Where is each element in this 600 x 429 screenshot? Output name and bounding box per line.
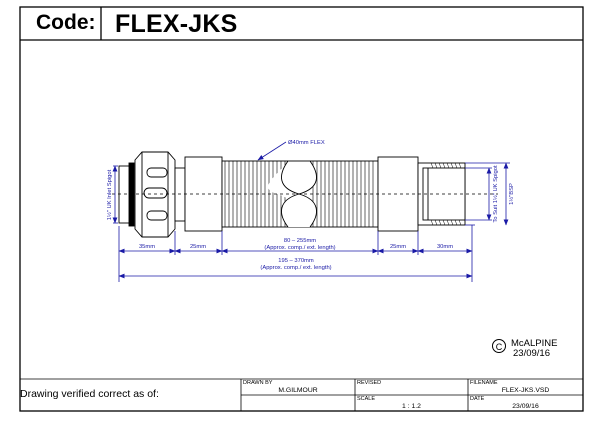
nut-collar bbox=[174, 167, 186, 222]
copyright-icon: C bbox=[492, 339, 506, 353]
revised-label: REVISED bbox=[357, 380, 382, 386]
dim-flex-note: (Approx. comp./ ext. length) bbox=[264, 245, 335, 251]
drawn-by-label: DRAWN BY bbox=[243, 380, 273, 386]
dim-25-right: 25mm bbox=[390, 244, 406, 250]
product-code: FLEX-JKS bbox=[115, 10, 238, 38]
dimension-lines bbox=[112, 141, 510, 282]
date-label: DATE bbox=[470, 396, 485, 402]
code-label: Code: bbox=[36, 11, 96, 34]
drawing-verified-text: Drawing verified correct as of: bbox=[20, 388, 159, 400]
dim-25-left: 25mm bbox=[190, 244, 206, 250]
company-name: McALPINE bbox=[511, 338, 558, 349]
date-value: 23/09/16 bbox=[512, 403, 539, 410]
title-block-lines bbox=[20, 378, 583, 411]
dim-overall-note: (Approx. comp./ ext. length) bbox=[260, 265, 331, 271]
logo-date: 23/09/16 bbox=[513, 348, 550, 359]
inlet-spigot bbox=[118, 165, 131, 224]
dim-35: 35mm bbox=[139, 244, 155, 250]
filename-value: FLEX-JKS.VSD bbox=[501, 387, 550, 394]
bsp-thread-hatching bbox=[430, 162, 462, 226]
label-bsp: 1½"BSP bbox=[508, 183, 515, 205]
callout-flex: Ø40mm FLEX bbox=[288, 140, 325, 146]
drawn-by-value: M.GILMOUR bbox=[278, 387, 318, 394]
label-right-spigot: To Suit 1½" UK Spigot bbox=[492, 165, 499, 223]
sheet-frame bbox=[19, 6, 584, 412]
filename-label: FILENAME bbox=[470, 380, 498, 386]
scale-label: SCALE bbox=[357, 396, 376, 402]
spigot-seal-ring bbox=[128, 162, 135, 227]
scale-value: 1 : 1.2 bbox=[402, 403, 421, 410]
dim-30: 30mm bbox=[437, 244, 453, 250]
label-left-spigot: 1½" UK Inlet Spigot bbox=[106, 169, 113, 220]
dim-overall-range: 195 – 370mm bbox=[278, 258, 314, 264]
dim-flex-range: 80 – 255mm bbox=[284, 238, 316, 244]
